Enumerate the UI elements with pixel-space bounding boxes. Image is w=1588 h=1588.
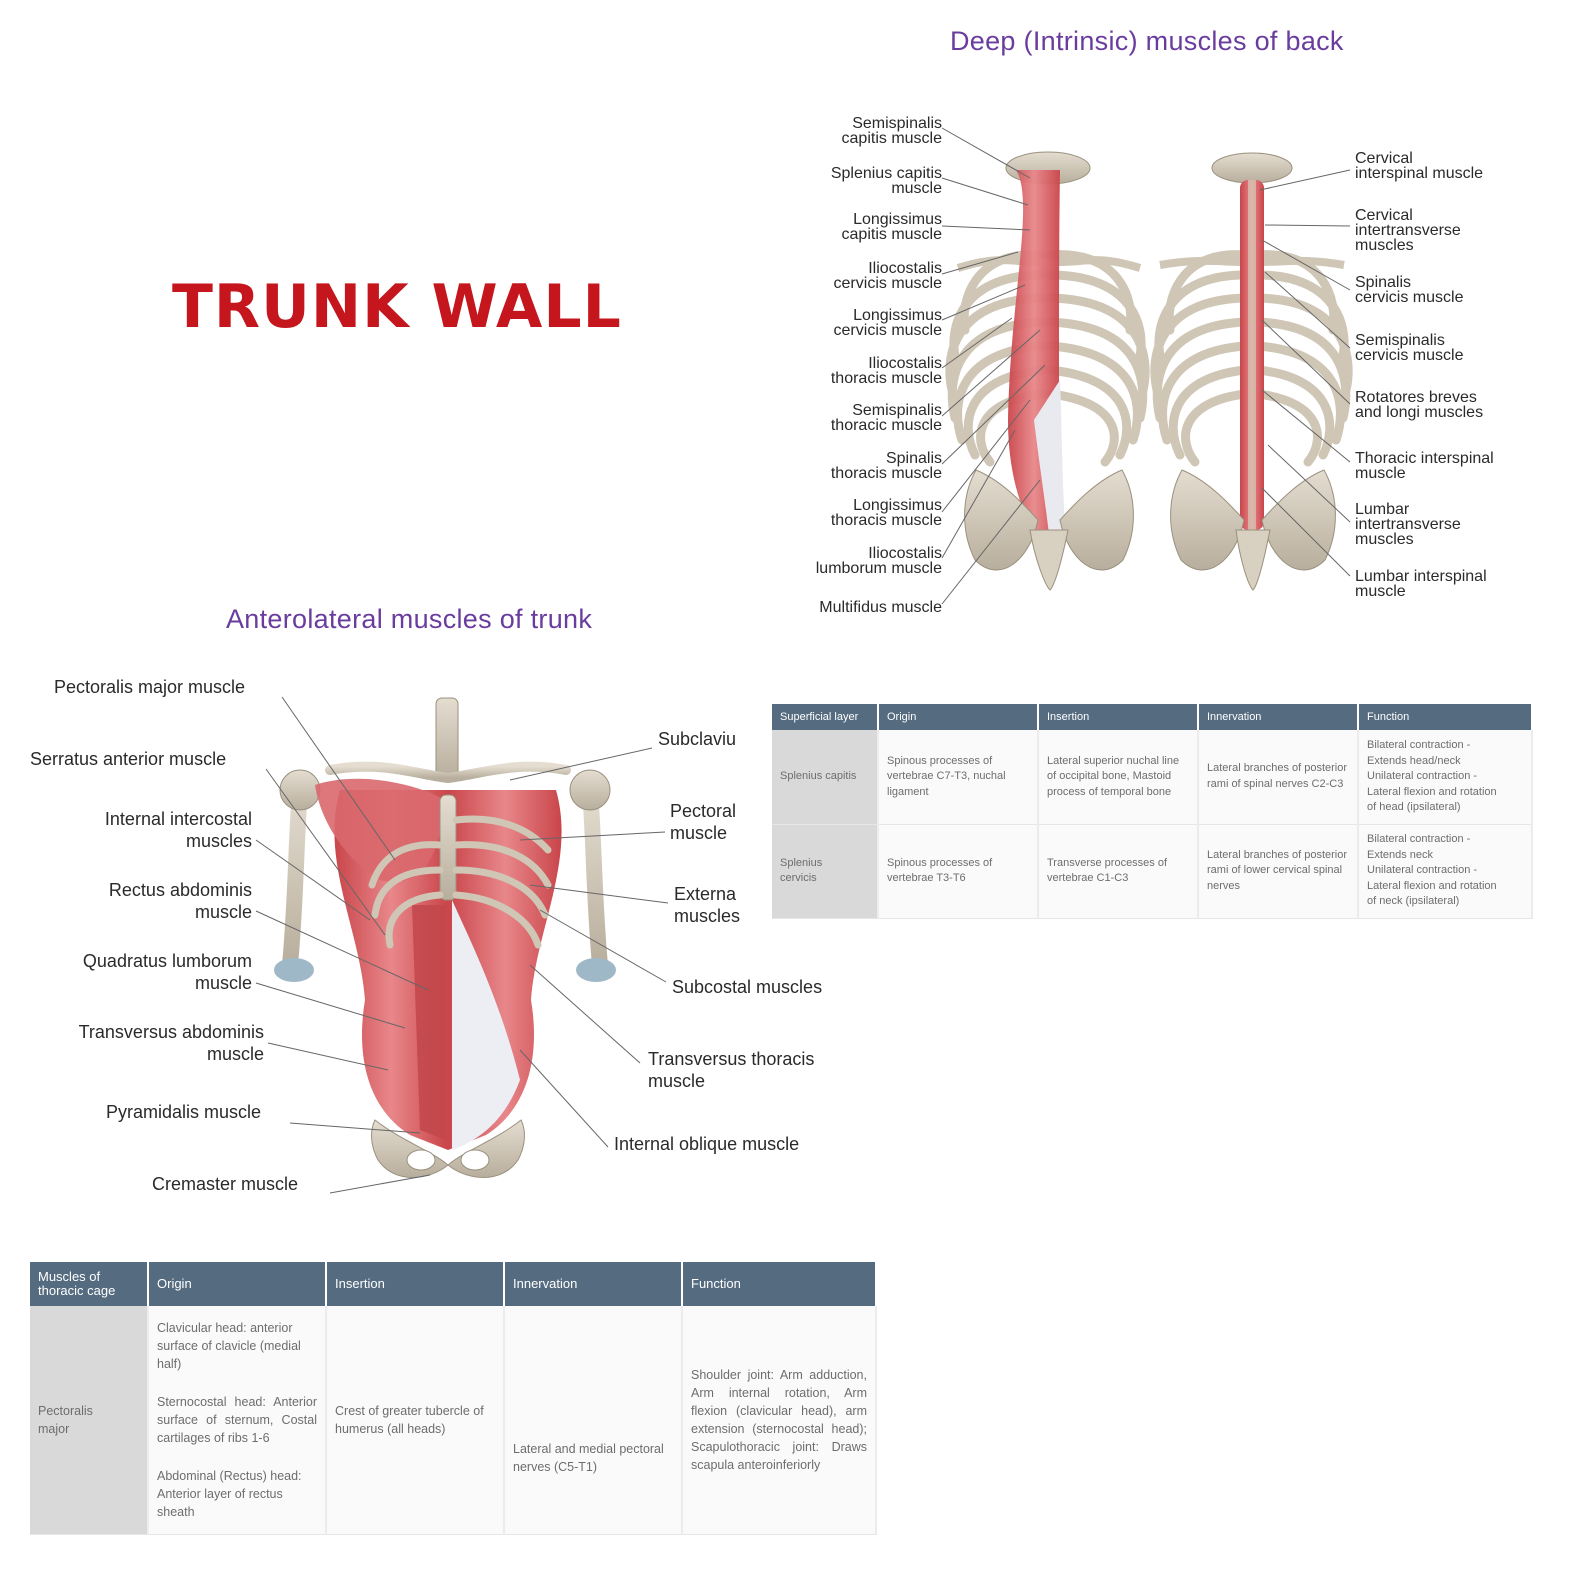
label-subclavius: Subclaviu <box>658 728 736 750</box>
table-row: Splenius capitis Spinous processes of ve… <box>772 730 1532 824</box>
label-pyramidalis: Pyramidalis muscle <box>106 1101 261 1123</box>
label-longissimus-cervicis: Longissimus cervicis muscle <box>834 308 942 338</box>
table-header-cell: Innervation <box>504 1262 682 1306</box>
label-quadratus-lumborum: Quadratus lumborum muscle <box>83 950 252 994</box>
label-transversus-thoracis: Transversus thoracis muscle <box>648 1048 814 1092</box>
table-cell-muscle: Pectoralis major <box>30 1306 148 1534</box>
label-semispinalis-cervicis: Semispinalis cervicis muscle <box>1355 333 1463 363</box>
trunk-section-title: Anterolateral muscles of trunk <box>226 604 592 635</box>
label-multifidus: Multifidus muscle <box>819 600 942 615</box>
table-header-cell: Origin <box>148 1262 326 1306</box>
label-internal-oblique: Internal oblique muscle <box>614 1133 799 1155</box>
label-longissimus-thoracis: Longissimus thoracis muscle <box>831 498 942 528</box>
label-cremaster: Cremaster muscle <box>152 1173 298 1195</box>
table-header-cell: Function <box>1358 704 1532 730</box>
table-cell-function: Shoulder joint: Arm adduction, Arm inter… <box>682 1306 876 1534</box>
table-cell: Bilateral contraction - Extends head/nec… <box>1358 730 1532 824</box>
back-illustration-superficial <box>950 152 1145 590</box>
label-transversus-abdominis: Transversus abdominis muscle <box>79 1021 264 1065</box>
table-header-cell: Insertion <box>326 1262 504 1306</box>
table-cell: Transverse processes of vertebrae C1-C3 <box>1038 824 1198 918</box>
label-serratus-anterior: Serratus anterior muscle <box>30 748 226 770</box>
back-section-title: Deep (Intrinsic) muscles of back <box>950 26 1344 57</box>
label-pectoralis-major: Pectoralis major muscle <box>54 676 245 698</box>
label-lumbar-intertransverse: Lumbar intertransverse muscles <box>1355 502 1461 547</box>
table-header-cell: Superficial layer <box>772 704 878 730</box>
label-cervical-intertransverse: Cervical intertransverse muscles <box>1355 208 1461 253</box>
label-splenius-capitis: Splenius capitis muscle <box>831 166 942 196</box>
table-row: Pectoralis major Clavicular head: anteri… <box>30 1306 876 1534</box>
label-iliocostalis-lumborum: Iliocostalis lumborum muscle <box>816 546 942 576</box>
label-spinalis-thoracis: Spinalis thoracis muscle <box>831 451 942 481</box>
table-header-cell: Muscles of thoracic cage <box>30 1262 148 1306</box>
origin-clavicular: Clavicular head: anterior surface of cla… <box>157 1319 317 1373</box>
label-iliocostalis-thoracis: Iliocostalis thoracis muscle <box>831 356 942 386</box>
table-cell-innervation: Lateral and medial pectoral nerves (C5-T… <box>504 1306 682 1534</box>
table-header-row: Superficial layer Origin Insertion Inner… <box>772 704 1532 730</box>
table-header-row: Muscles of thoracic cage Origin Insertio… <box>30 1262 876 1306</box>
label-lumbar-interspinal: Lumbar interspinal muscle <box>1355 569 1487 599</box>
origin-sternocostal: Sternocostal head: Anterior surface of s… <box>157 1393 317 1447</box>
table-cell-insertion: Crest of greater tubercle of humerus (al… <box>326 1306 504 1534</box>
label-pectoralis-minor: Pectoral muscle <box>670 800 736 844</box>
trunk-illustration <box>274 698 616 1178</box>
splenius-table: Superficial layer Origin Insertion Inner… <box>772 704 1533 919</box>
table-header-cell: Origin <box>878 704 1038 730</box>
table-header-cell: Function <box>682 1262 876 1306</box>
label-semispinalis-capitis: Semispinalis capitis muscle <box>842 116 942 146</box>
label-rectus-abdominis: Rectus abdominis muscle <box>109 879 252 923</box>
label-cervical-interspinal: Cervical interspinal muscle <box>1355 151 1483 181</box>
table-row: Splenius cervicis Spinous processes of v… <box>772 824 1532 918</box>
label-external-intercostal: Externa muscles <box>674 883 740 927</box>
table-header-cell: Innervation <box>1198 704 1358 730</box>
table-cell: Spinous processes of vertebrae T3-T6 <box>878 824 1038 918</box>
label-longissimus-capitis: Longissimus capitis muscle <box>842 212 942 242</box>
back-illustration-deep <box>1155 153 1348 590</box>
label-internal-intercostal: Internal intercostal muscles <box>105 808 252 852</box>
label-subcostal: Subcostal muscles <box>672 976 822 998</box>
table-cell: Lateral superior nuchal line of occipita… <box>1038 730 1198 824</box>
table-cell: Lateral branches of posterior rami of sp… <box>1198 730 1358 824</box>
table-cell: Bilateral contraction - Extends neck Uni… <box>1358 824 1532 918</box>
page-title: TRUNK WALL <box>172 272 622 342</box>
table-cell-muscle: Splenius capitis <box>772 730 878 824</box>
table-cell-muscle: Splenius cervicis <box>772 824 878 918</box>
label-rotatores: Rotatores breves and longi muscles <box>1355 390 1483 420</box>
label-spinalis-cervicis: Spinalis cervicis muscle <box>1355 275 1463 305</box>
label-iliocostalis-cervicis: Iliocostalis cervicis muscle <box>834 261 942 291</box>
thoracic-cage-table: Muscles of thoracic cage Origin Insertio… <box>30 1262 877 1535</box>
label-thoracic-interspinal: Thoracic interspinal muscle <box>1355 451 1494 481</box>
label-semispinalis-thoracic: Semispinalis thoracic muscle <box>831 403 942 433</box>
table-cell-origin: Clavicular head: anterior surface of cla… <box>148 1306 326 1534</box>
table-cell: Lateral branches of posterior rami of lo… <box>1198 824 1358 918</box>
table-cell: Spinous processes of vertebrae C7-T3, nu… <box>878 730 1038 824</box>
table-header-cell: Insertion <box>1038 704 1198 730</box>
origin-abdominal: Abdominal (Rectus) head: Anterior layer … <box>157 1467 317 1521</box>
